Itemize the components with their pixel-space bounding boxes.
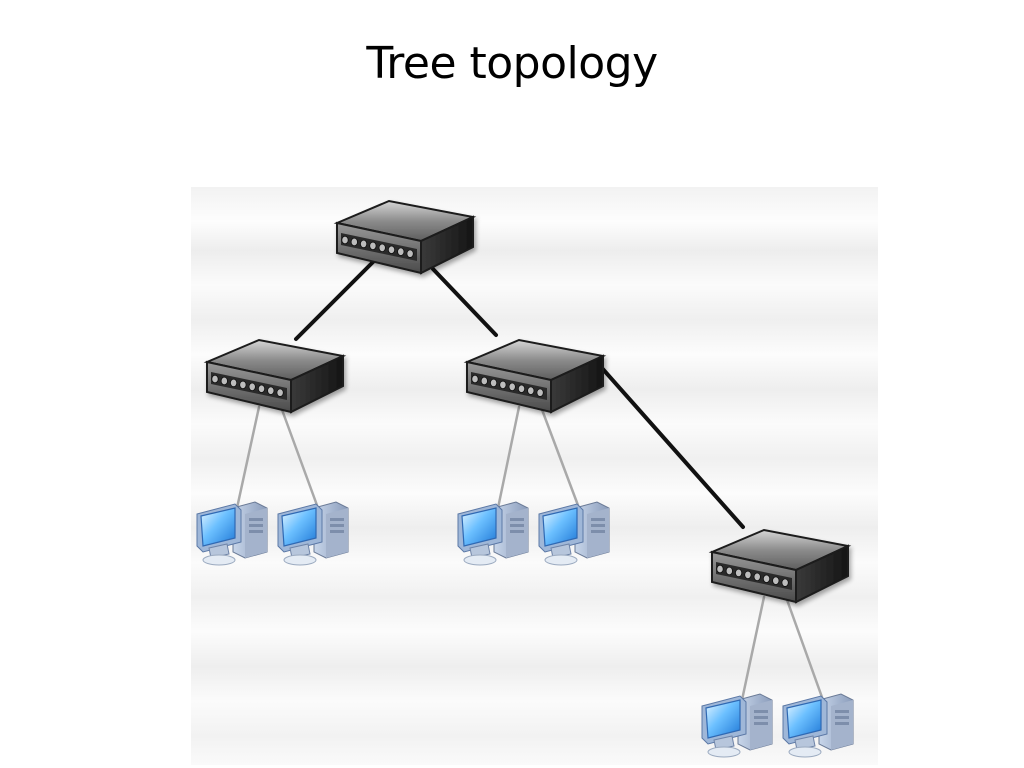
link-hub-left-to-pc-1 [235, 405, 261, 510]
link-hub-middle-to-pc-3 [496, 405, 521, 510]
link-hub-root-to-hub-middle [431, 267, 498, 337]
link-hub-middle-to-hub-right [599, 365, 745, 529]
diagram-canvas [196, 199, 854, 758]
desktop-computer-icon [538, 501, 610, 566]
network-hub-icon [333, 199, 477, 275]
slide-title: Tree topology [366, 38, 658, 89]
desktop-computer-icon [277, 501, 349, 566]
desktop-computer-icon [701, 693, 773, 758]
network-hub-icon [463, 338, 607, 414]
link-hub-middle-to-pc-4 [539, 405, 581, 510]
tree-topology-diagram [191, 187, 878, 765]
link-hub-left-to-pc-2 [279, 405, 320, 510]
network-hub-icon [203, 338, 347, 414]
desktop-computer-icon [782, 693, 854, 758]
desktop-computer-icon [196, 501, 268, 566]
links-layer [235, 257, 825, 702]
link-hub-right-to-pc-5 [740, 595, 766, 702]
link-hub-root-to-hub-left [294, 257, 378, 341]
network-hub-icon [708, 528, 852, 604]
link-hub-right-to-pc-6 [784, 595, 825, 702]
nodes-layer [196, 199, 854, 758]
desktop-computer-icon [457, 501, 529, 566]
